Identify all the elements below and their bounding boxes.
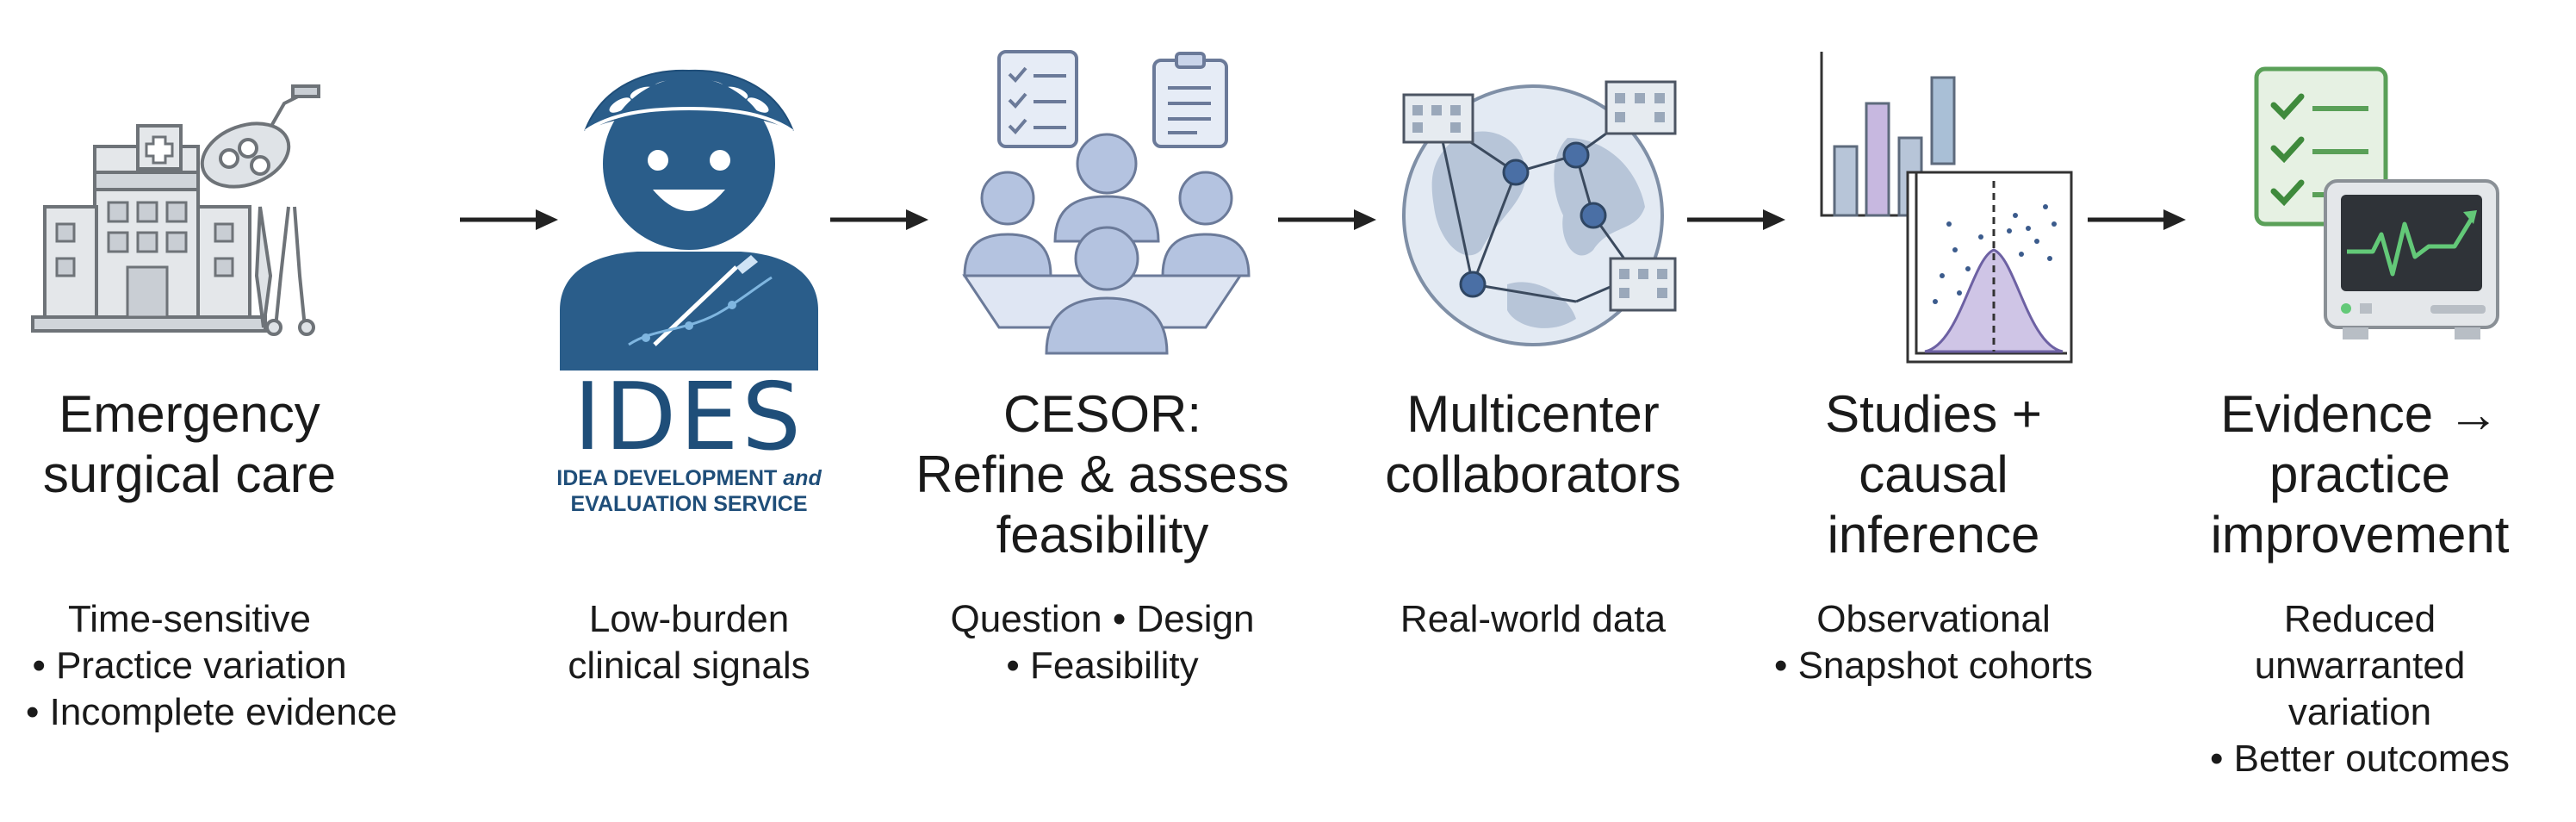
stage-title: Emergency surgical care xyxy=(26,384,353,505)
stage-desc-line: • Practice variation xyxy=(32,645,347,687)
stage-description: Observational • Snapshot cohorts xyxy=(1766,596,2101,689)
stage-title-line: Evidence → xyxy=(2220,385,2499,443)
stage-desc-line: Real-world data xyxy=(1400,598,1667,640)
stage-title-line: inference xyxy=(1827,506,2040,564)
ides-logo-subtitle: IDEA DEVELOPMENT and xyxy=(551,465,827,491)
stage-title: CESOR: Refine & assess feasibility xyxy=(913,384,1292,565)
stage-description: Time-sensitive • Practice variation • In… xyxy=(26,596,398,736)
stage-title-line: CESOR: xyxy=(1002,385,1202,443)
stage-title-line: Emergency xyxy=(59,385,320,443)
hospital-surgical-icon xyxy=(26,26,353,388)
globe-network-icon xyxy=(1361,26,1705,388)
stage-ides: IDES IDEA DEVELOPMENT and EVALUATION SER… xyxy=(551,0,827,822)
stage-title: Multicenter collaborators xyxy=(1361,384,1705,505)
stage-desc-line: Low-burden xyxy=(588,598,790,640)
stage-emergency-surgical-care: Emergency surgical care Time-sensitive •… xyxy=(26,0,398,822)
stage-title: Studies + causal inference xyxy=(1766,384,2101,565)
team-meeting-icon xyxy=(913,26,1292,388)
stage-title-line: practice xyxy=(2269,445,2451,503)
stage-desc-line: • Feasibility xyxy=(1006,645,1199,687)
stage-title-line: feasibility xyxy=(996,506,1209,564)
flow-arrow-icon xyxy=(1687,209,1785,230)
flow-arrow-icon xyxy=(830,209,928,230)
stage-description: Reduced unwarranted variation • Better o… xyxy=(2170,596,2549,782)
ides-logo-text: IDES xyxy=(574,364,804,471)
stage-description: Low-burden clinical signals xyxy=(551,596,827,689)
ides-sub-and: and xyxy=(783,466,822,490)
stage-title-line: collaborators xyxy=(1385,445,1681,503)
stage-evidence-practice: Evidence → practice improvement Reduced … xyxy=(2170,0,2549,822)
checklist-monitor-icon xyxy=(2170,26,2549,388)
stage-desc-line: variation xyxy=(2287,691,2432,733)
stage-description: Real-world data xyxy=(1361,596,1705,643)
stage-desc-line: Time-sensitive xyxy=(68,598,311,640)
stage-title-line: Multicenter xyxy=(1406,385,1660,443)
flow-arrow-icon xyxy=(2088,209,2186,230)
flow-arrow-icon xyxy=(1278,209,1376,230)
stage-title: Evidence → practice improvement xyxy=(2170,384,2549,565)
stage-title-line: causal xyxy=(1859,445,2008,503)
stage-desc-line: Question • Design xyxy=(950,598,1255,640)
stage-desc-line: • Snapshot cohorts xyxy=(1773,645,2094,687)
ides-logo: IDES IDEA DEVELOPMENT and EVALUATION SER… xyxy=(551,371,827,517)
ides-sub-part: IDEA DEVELOPMENT xyxy=(556,466,784,490)
stage-desc-line: unwarranted xyxy=(2254,645,2466,687)
stage-multicenter: Multicenter collaborators Real-world dat… xyxy=(1361,0,1705,822)
stage-cesor: CESOR: Refine & assess feasibility Quest… xyxy=(913,0,1292,822)
flow-arrow-icon xyxy=(460,209,558,230)
bar-chart-distribution-icon xyxy=(1766,26,2101,388)
stage-desc-line: clinical signals xyxy=(568,645,810,687)
ides-logo-subtitle-line2: EVALUATION SERVICE xyxy=(570,492,808,516)
stage-desc-line: • Better outcomes xyxy=(2209,738,2510,780)
stage-desc-line: Reduced xyxy=(2283,598,2436,640)
stage-title-line: surgical care xyxy=(42,445,337,503)
stage-description: Question • Design • Feasibility xyxy=(913,596,1292,689)
stage-desc-line: • Incomplete evidence xyxy=(26,691,398,733)
stage-studies-causal-inference: Studies + causal inference Observational… xyxy=(1766,0,2101,822)
ides-person-icon xyxy=(551,43,827,379)
stage-title-line: Studies + xyxy=(1825,385,2042,443)
stage-title-line: Refine & assess xyxy=(916,445,1289,503)
stage-desc-line: Observational xyxy=(1816,598,2051,640)
stage-title-line: improvement xyxy=(2210,506,2510,564)
